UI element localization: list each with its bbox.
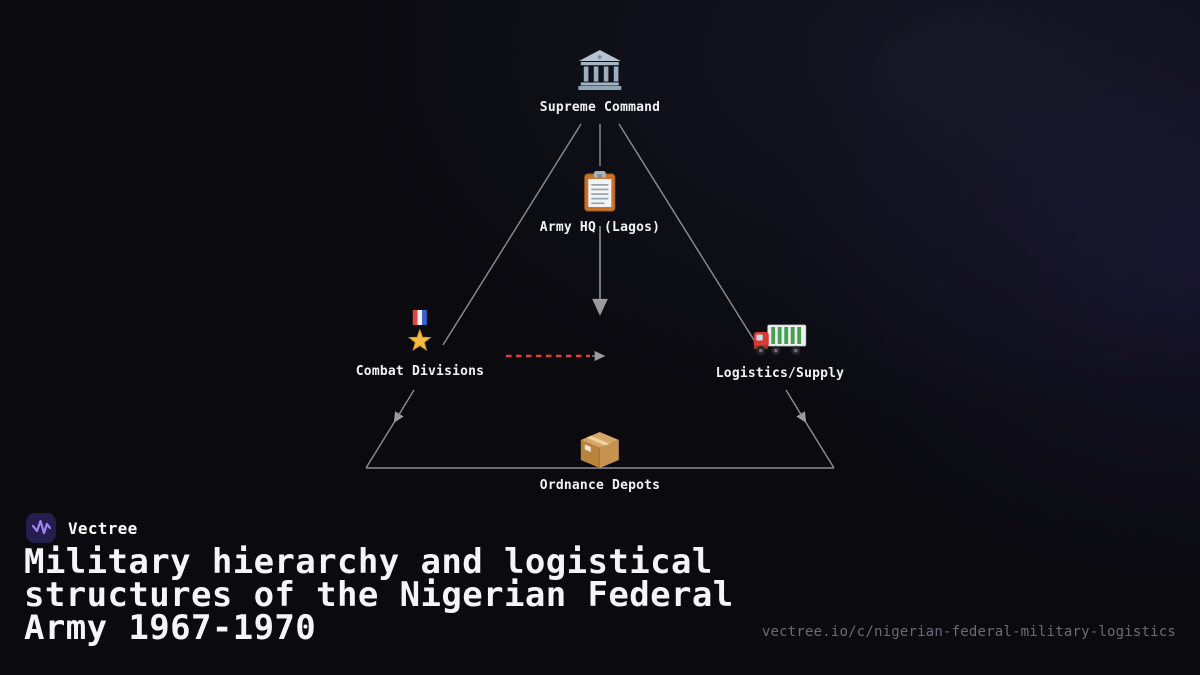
page-title: Military hierarchy and logistical struct… [24, 542, 734, 648]
vectree-logo-icon [26, 513, 56, 543]
brand: Vectree [26, 513, 138, 543]
delivery-truck-icon [754, 324, 807, 355]
node-label-supreme-command: Supreme Command [539, 100, 661, 115]
edge-logistics-to-corner-arrow [785, 389, 807, 424]
edge-combat-to-corner-arrow [393, 389, 415, 424]
page-url: vectree.io/c/nigerian-federal-military-l… [761, 624, 1176, 640]
edge-logistics-to-corner [804, 420, 835, 469]
military-medal-icon [408, 310, 432, 352]
node-label-combat-divisions: Combat Divisions [355, 364, 485, 379]
node-army-hq: Army HQ (Lagos) [540, 170, 660, 235]
node-label-logistics-supply: Logistics/Supply [715, 366, 845, 381]
edge-combat-to-corner [365, 420, 396, 469]
clipboard-icon [584, 171, 616, 212]
package-icon [581, 432, 619, 468]
classical-building-icon [578, 50, 622, 90]
node-supreme-command: Supreme Command [540, 48, 660, 115]
node-logistics-supply: Logistics/Supply [716, 322, 844, 381]
node-ordnance-depots: Ordnance Depots [540, 430, 660, 493]
brand-name: Vectree [68, 518, 138, 538]
node-label-ordnance-depots: Ordnance Depots [539, 478, 661, 493]
node-combat-divisions: Combat Divisions [356, 310, 484, 379]
node-label-army-hq: Army HQ (Lagos) [539, 220, 661, 235]
